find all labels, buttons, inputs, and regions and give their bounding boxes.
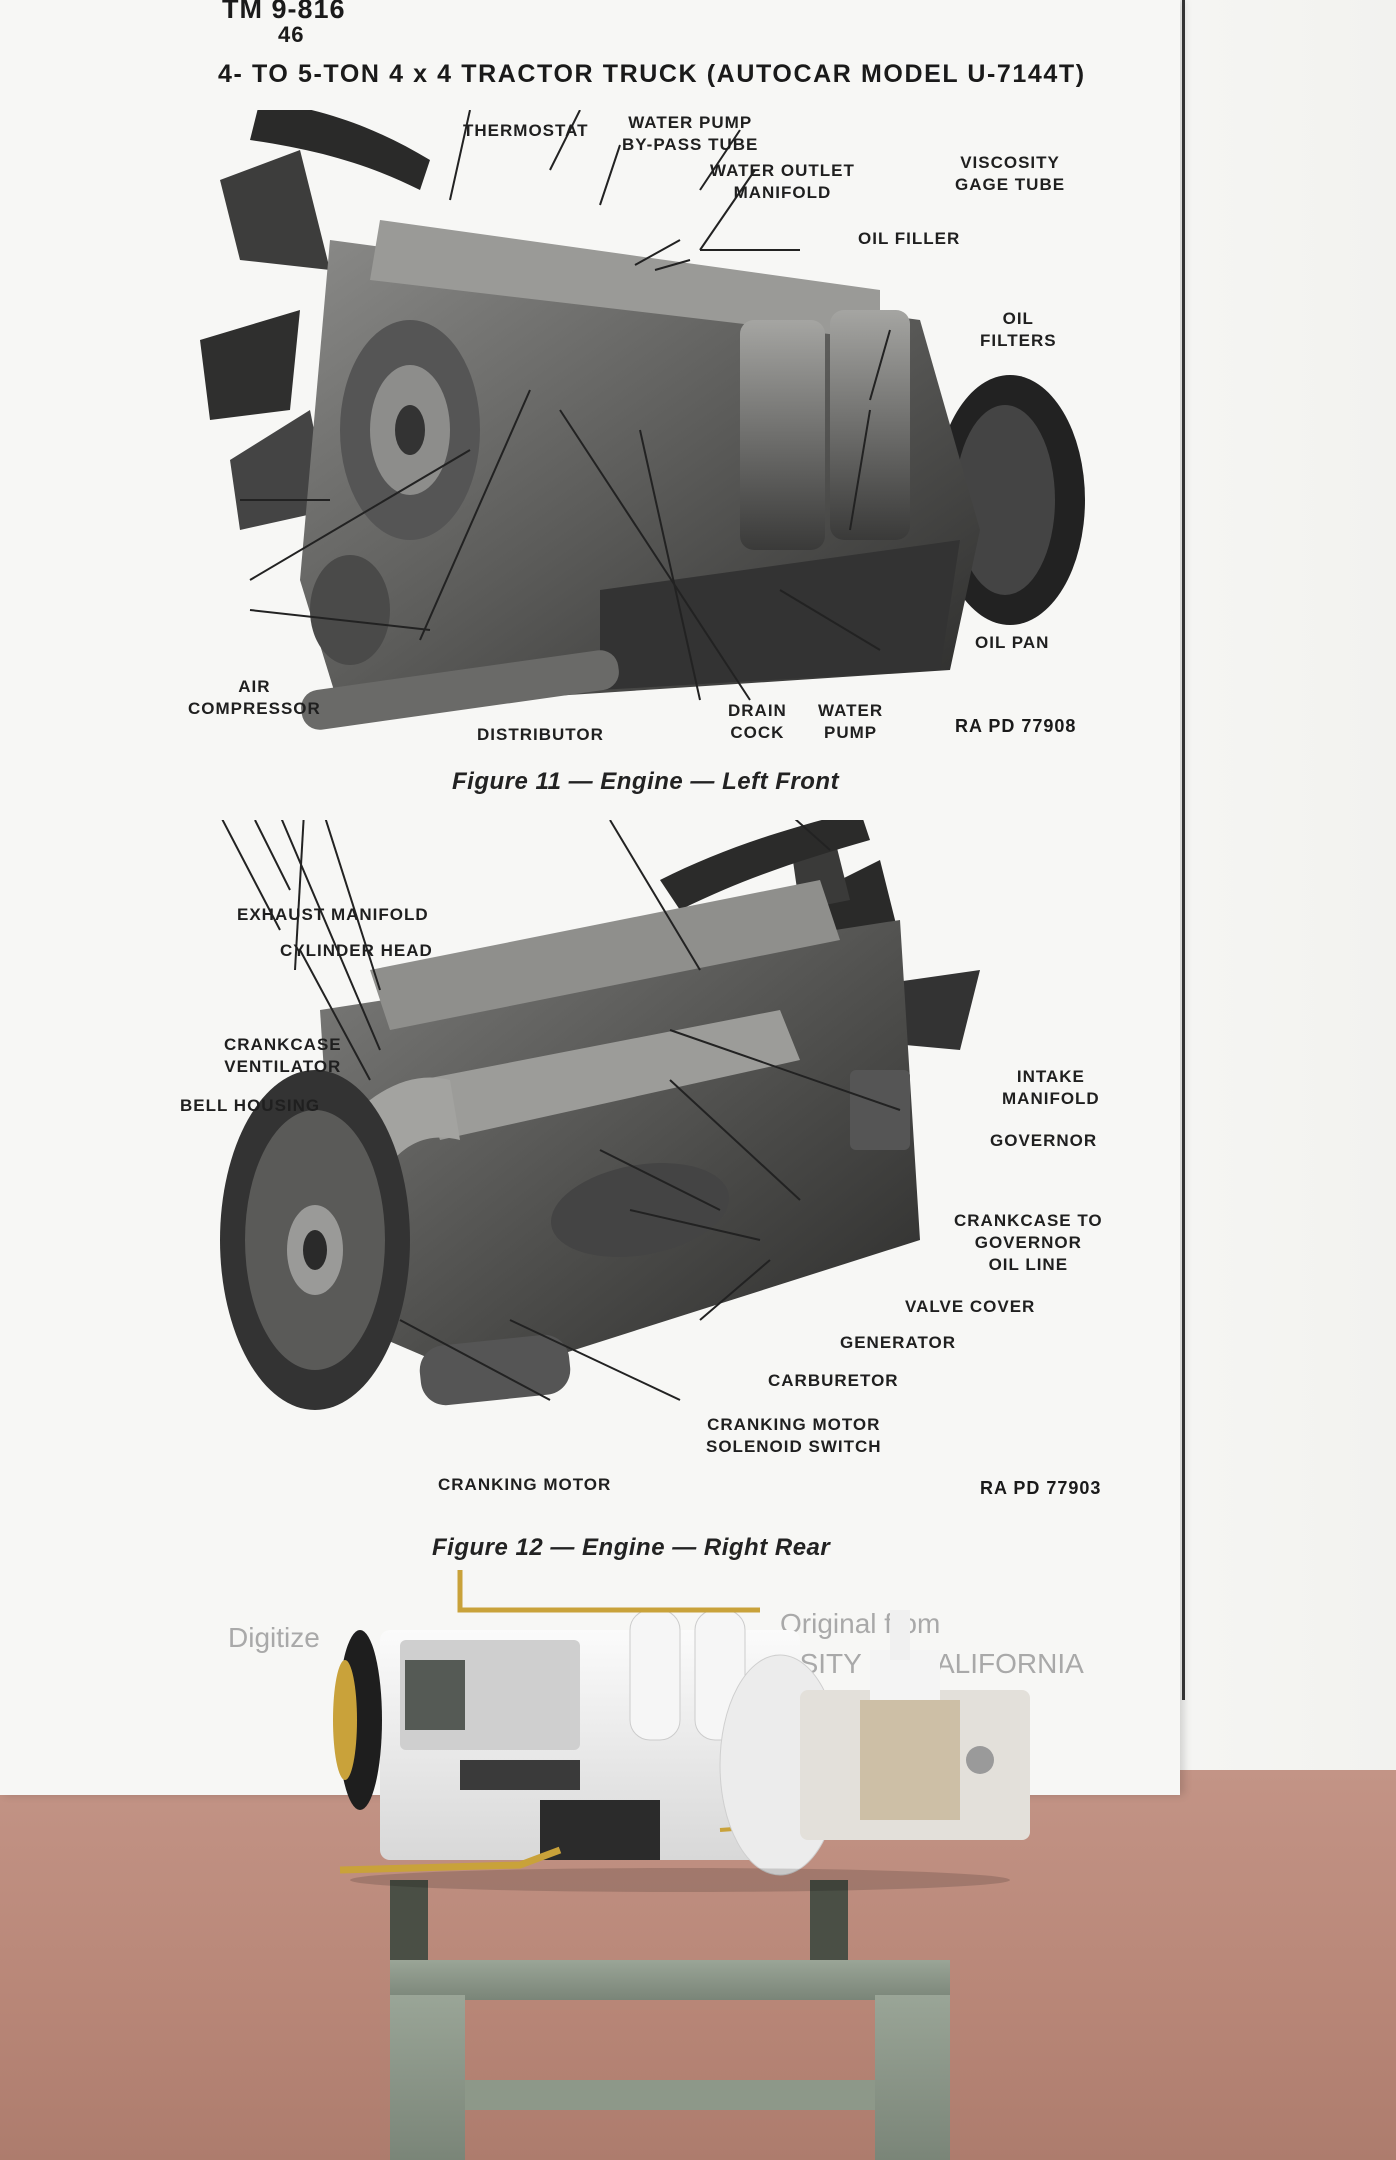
label-cylinder-head: CYLINDER HEAD (280, 941, 433, 960)
label-cranking-solenoid-line2: SOLENOID SWITCH (706, 1437, 882, 1456)
label-air-compressor-line2: COMPRESSOR (188, 699, 321, 718)
page-title: 4- TO 5-TON 4 x 4 TRACTOR TRUCK (AUTOCAR… (218, 60, 1086, 88)
label-drain-cock: DRAIN COCK (728, 700, 787, 744)
label-crankcase-vent-line2: VENTILATOR (224, 1057, 342, 1076)
label-cranking-motor-solenoid: CRANKING MOTOR SOLENOID SWITCH (706, 1414, 882, 1458)
label-bell-housing: BELL HOUSING (180, 1096, 321, 1115)
label-oil-pan: OIL PAN (975, 633, 1050, 652)
label-valve-cover: VALVE COVER (905, 1297, 1036, 1316)
label-crankcase-ventilator: CRANKCASE VENTILATOR (224, 1034, 342, 1078)
label-cranking-solenoid-line1: CRANKING MOTOR (707, 1415, 881, 1434)
label-crankcase-gov-line3: OIL LINE (988, 1255, 1069, 1274)
label-intake-manifold-line2: MANIFOLD (1002, 1089, 1100, 1108)
label-water-pump-bypass: WATER PUMP BY-PASS TUBE (622, 112, 758, 156)
label-carburetor: CARBURETOR (768, 1371, 899, 1390)
watermark-digitized: Digitize (228, 1622, 320, 1653)
label-distributor: DISTRIBUTOR (477, 725, 604, 744)
manual-page: TM 9-816 46 4- TO 5-TON 4 x 4 TRACTOR TR… (0, 0, 1180, 1795)
label-water-pump: WATER PUMP (818, 700, 883, 744)
label-drain-cock-line2: COCK (730, 723, 785, 742)
label-oil-filters-line2: FILTERS (980, 331, 1057, 350)
label-air-compressor: AIR COMPRESSOR (188, 676, 321, 720)
label-thermostat: THERMOSTAT (463, 121, 589, 140)
label-water-pump-line2: PUMP (824, 723, 878, 742)
label-water-outlet-line2: MANIFOLD (733, 183, 832, 202)
label-governor: GOVERNOR (990, 1131, 1098, 1150)
page-edge (1182, 0, 1185, 1700)
scale-model-engine (333, 1570, 1030, 2160)
figure11-caption: Figure 11 — Engine — Left Front (452, 768, 840, 795)
watermark-original-from: Original from (780, 1608, 941, 1639)
label-water-pump-line1: WATER (818, 701, 884, 720)
engine-right-rear-illustration (220, 820, 980, 1410)
figure11-ref: RA PD 77908 (955, 716, 1077, 736)
engine-left-front-illustration (200, 110, 1085, 730)
label-generator: GENERATOR (840, 1333, 957, 1352)
label-water-pump-bypass-line2: BY-PASS TUBE (622, 135, 759, 154)
label-viscosity-gage-tube: VISCOSITY GAGE TUBE (955, 152, 1065, 196)
page-number: 46 (278, 22, 305, 47)
tm-number: TM 9-816 (222, 0, 346, 24)
label-crankcase-vent-line1: CRANKCASE (224, 1035, 342, 1054)
label-drain-cock-line1: DRAIN (728, 701, 787, 720)
label-oil-filler: OIL FILLER (858, 229, 961, 248)
label-oil-filters-line1: OIL (1002, 309, 1034, 328)
label-water-pump-bypass-line1: WATER PUMP (628, 113, 753, 132)
label-water-outlet-line1: WATER OUTLET (710, 161, 855, 180)
label-viscosity-line1: VISCOSITY (960, 153, 1060, 172)
label-crankcase-governor-oil-line: CRANKCASE TO GOVERNOR OIL LINE (954, 1210, 1103, 1276)
figure12-ref: RA PD 77903 (980, 1478, 1102, 1498)
label-oil-filters: OIL FILTERS (980, 308, 1057, 352)
label-crankcase-gov-line1: CRANKCASE TO (954, 1211, 1103, 1230)
label-viscosity-line2: GAGE TUBE (955, 175, 1066, 194)
label-crankcase-gov-line2: GOVERNOR (974, 1233, 1082, 1252)
figure12-caption: Figure 12 — Engine — Right Rear (432, 1534, 831, 1561)
label-water-outlet-manifold: WATER OUTLET MANIFOLD (710, 160, 855, 204)
label-intake-manifold-line1: INTAKE (1016, 1067, 1085, 1086)
label-air-compressor-line1: AIR (238, 677, 271, 696)
label-exhaust-manifold: EXHAUST MANIFOLD (237, 905, 429, 924)
label-intake-manifold: INTAKE MANIFOLD (1002, 1066, 1100, 1110)
label-cranking-motor: CRANKING MOTOR (438, 1475, 612, 1494)
